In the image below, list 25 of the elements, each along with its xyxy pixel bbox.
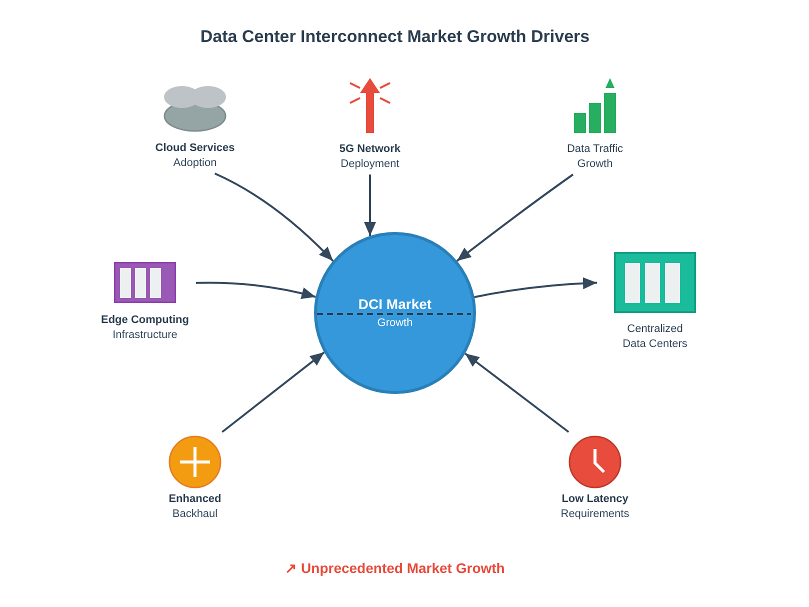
driver-subtitle: Deployment: [340, 156, 400, 172]
growth-note: ↗ Unprecedented Market Growth: [284, 559, 506, 577]
driver-title: Edge Computing: [101, 312, 189, 328]
driver-subtitle: Adoption: [173, 156, 217, 170]
arrow: [364, 174, 376, 236]
driver-subtitle: Backhaul: [172, 506, 218, 522]
driver-title: 5G Network: [339, 142, 401, 156]
driver-title: Centralized: [627, 322, 683, 336]
driver-title: Data Traffic: [566, 142, 624, 156]
hub-subtitle: Growth: [376, 316, 414, 330]
arrow: [222, 352, 325, 433]
arrow: [464, 352, 570, 433]
driver-subtitle: Requirements: [560, 506, 630, 522]
driver-subtitle: Data Centers: [622, 336, 688, 352]
arrow: [196, 282, 316, 300]
arrow: [214, 172, 334, 262]
driver-subtitle: Growth: [577, 156, 613, 172]
arrow: [456, 174, 574, 262]
hub-title: DCI Market: [357, 296, 433, 312]
driver-title: Enhanced: [168, 492, 222, 506]
driver-subtitle: Infrastructure: [112, 328, 178, 342]
diagram-title: Data Center Interconnect Market Growth Drivers: [199, 26, 591, 48]
driver-title: Low Latency: [562, 492, 628, 506]
arrow: [474, 277, 598, 298]
driver-title: Cloud Services: [155, 140, 235, 156]
